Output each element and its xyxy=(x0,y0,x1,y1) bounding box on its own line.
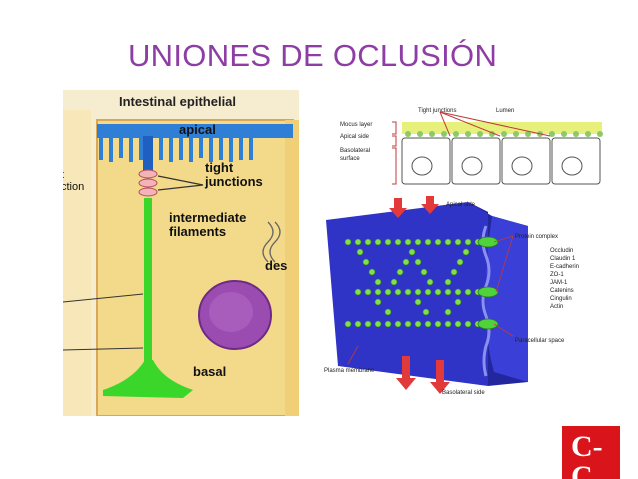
label-apical: apical xyxy=(179,122,216,137)
label-tight-junctions: Tight junctions xyxy=(418,108,456,114)
protein-cingulin: Cingulin xyxy=(550,296,572,302)
logo-text: C-C xyxy=(571,430,603,479)
label-mucus-layer: Mocus layer xyxy=(340,122,372,128)
tight-junction-cells-figure: Tight junctions Lumen Mocus layer Apical… xyxy=(330,104,610,188)
protein-complex-figure: Apical side Protein complex Occludin Cla… xyxy=(318,196,600,402)
label-basolateral-side: Basolateral side xyxy=(442,390,485,396)
label-des: des xyxy=(265,258,287,273)
label-lumen: Lumen xyxy=(496,108,514,114)
slide-title: UNIONES DE OCLUSIÓN xyxy=(128,38,498,73)
protein-e-cadherin: E-cadherin xyxy=(550,264,579,270)
protein-catenins: Catenins xyxy=(550,288,574,294)
edge-text-1: t xyxy=(63,169,64,181)
label-intermediate: intermediate xyxy=(169,210,246,225)
figure-header: Intestinal epithelial xyxy=(119,94,236,109)
label-apical-side: Apical side xyxy=(340,134,370,140)
label-junctions: junctions xyxy=(204,174,263,189)
epithelial-cell-illustration: Intestinal epithelial apical tight junct… xyxy=(63,90,299,416)
protein-zo1: ZO-1 xyxy=(550,272,564,278)
protein-claudin: Claudin 1 xyxy=(550,256,576,262)
protein-occludin: Occludin xyxy=(550,248,573,254)
protein-actin: Actin xyxy=(550,304,563,310)
label-basolateral: Basolateral xyxy=(340,148,370,154)
edge-text-2: ction xyxy=(63,181,84,193)
cell-row-illustration: Tight junctions Lumen Mocus layer Apical… xyxy=(340,108,603,185)
brand-logo: C-C xyxy=(562,426,620,479)
label-apical-side: Apical side xyxy=(446,202,476,208)
label-tight: tight xyxy=(205,160,234,175)
label-plasma-membrane: Plasma membrane xyxy=(324,368,375,374)
label-filaments: filaments xyxy=(169,224,226,239)
membrane-illustration: Apical side Protein complex Occludin Cla… xyxy=(324,196,579,396)
epithelial-cell-figure: Intestinal epithelial apical tight junct… xyxy=(63,90,299,416)
label-paracellular-space: Paracellular space xyxy=(515,338,565,344)
label-basal: basal xyxy=(193,364,226,379)
label-protein-complex: Protein complex xyxy=(515,234,558,240)
protein-jam1: JAM-1 xyxy=(550,280,568,286)
label-surface: surface xyxy=(340,156,360,162)
